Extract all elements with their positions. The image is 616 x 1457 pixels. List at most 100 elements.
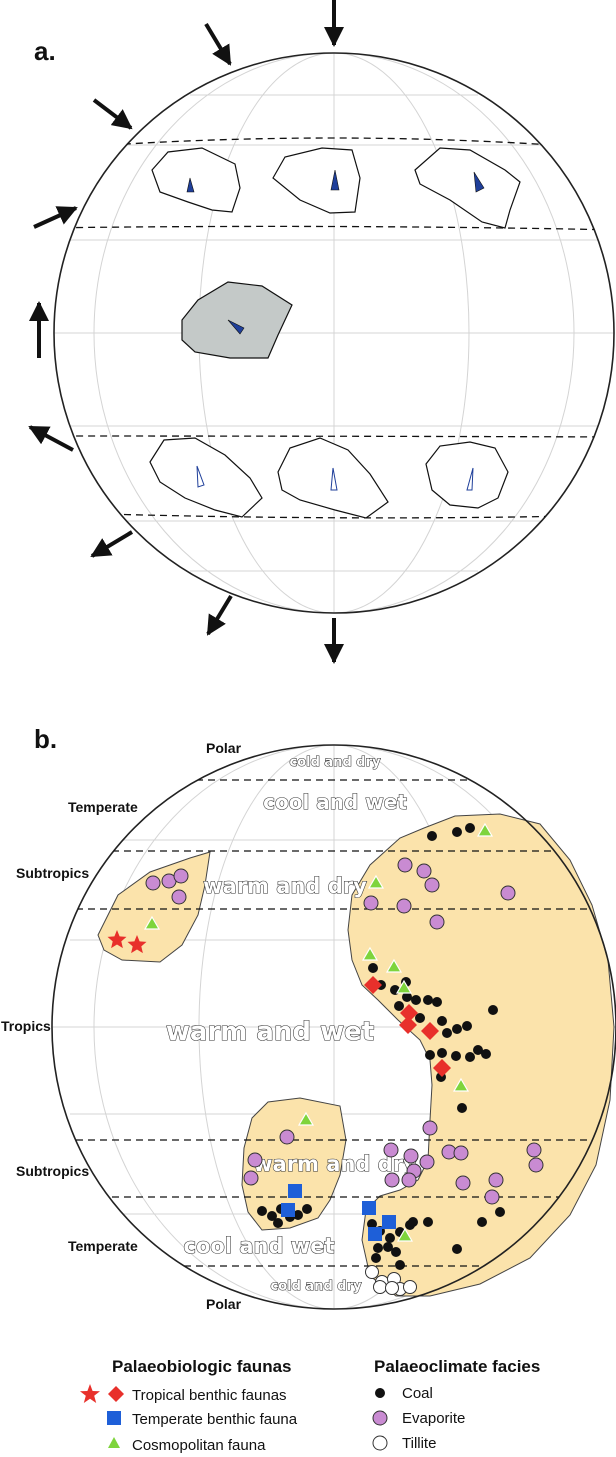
temperate-square-marker: [281, 1203, 295, 1217]
band-tropics: Tropics: [1, 1018, 51, 1034]
legend-faunas-heading: Palaeobiologic faunas: [112, 1357, 292, 1376]
evaporite-marker: [363, 895, 379, 911]
latitude-band-labels: Polar Temperate Subtropics Tropics Subtr…: [1, 740, 242, 1312]
legend-square-icon: [107, 1411, 121, 1425]
coal-marker: [423, 1217, 433, 1227]
evaporite-marker: [403, 1148, 419, 1164]
evaporite-marker: [247, 1152, 263, 1168]
tropical-diamond-marker: [399, 1016, 417, 1034]
wedge-open-1: [196, 465, 205, 488]
legend-facies-heading: Palaeoclimate facies: [374, 1357, 540, 1376]
legend-star-icon: [80, 1384, 100, 1403]
evaporite-marker: [453, 1145, 469, 1161]
arrow-left-2: [28, 425, 74, 452]
coal-marker: [465, 1052, 475, 1062]
coal-marker: [432, 997, 442, 1007]
coal-marker: [437, 1048, 447, 1058]
band-temperate-bottom: Temperate: [68, 1238, 138, 1254]
evaporite-marker: [429, 914, 445, 930]
arrow-lower-left-2: [206, 594, 233, 636]
arrow-upper-left-1: [204, 22, 232, 66]
coal-marker: [383, 1242, 393, 1252]
evaporite-marker: [424, 877, 440, 893]
coal-marker: [391, 1247, 401, 1257]
wedge-filled-4: [227, 319, 245, 335]
wedge-open-3: [466, 467, 474, 491]
band-temperate-top: Temperate: [68, 799, 138, 815]
globe-a-arrows: [28, 0, 344, 664]
coal-marker: [437, 1016, 447, 1026]
zone-warm-dry-top: warm and dry: [203, 874, 367, 898]
coal-marker: [495, 1207, 505, 1217]
coal-marker: [425, 1050, 435, 1060]
cosmopolitan-triangle-marker: [361, 946, 379, 961]
coal-marker: [368, 963, 378, 973]
evaporite-marker: [416, 863, 432, 879]
cosmopolitan-triangle-marker: [396, 1227, 414, 1242]
globe-a: [53, 52, 615, 614]
coal-marker: [415, 1013, 425, 1023]
evaporite-marker: [279, 1129, 295, 1145]
evaporite-marker: [528, 1157, 544, 1173]
coal-marker: [423, 995, 433, 1005]
legend-evaporite-icon: [372, 1410, 388, 1426]
coal-marker: [394, 1001, 404, 1011]
coal-marker: [488, 1005, 498, 1015]
legend-facies: Palaeoclimate facies Coal Evaporite Till…: [372, 1357, 540, 1452]
zone-cold-dry-bottom: cold and dry: [271, 1279, 363, 1294]
cosmopolitan-triangle-marker: [367, 874, 385, 889]
continent-a-upper-center: [272, 147, 361, 214]
evaporite-marker: [484, 1189, 500, 1205]
coal-marker: [452, 827, 462, 837]
zone-cool-wet-top: cool and wet: [263, 790, 407, 814]
coal-marker: [462, 1021, 472, 1031]
coal-marker: [442, 1028, 452, 1038]
wedge-open-2: [330, 467, 338, 491]
paleomag-wedges: [186, 169, 485, 491]
coal-marker: [452, 1244, 462, 1254]
coal-marker: [465, 823, 475, 833]
globe-b-outline: [51, 744, 616, 1310]
tropical-diamond-marker: [400, 1004, 418, 1022]
coal-marker: [452, 1024, 462, 1034]
zone-cold-dry-top: cold and dry: [290, 755, 382, 770]
coal-marker: [257, 1206, 267, 1216]
zone-cool-wet-bottom: cool and wet: [184, 1234, 335, 1258]
coal-marker: [457, 1103, 467, 1113]
temperate-square-marker: [382, 1215, 396, 1229]
globe-b: cold and dry cool and wet warm and dry w…: [51, 744, 616, 1310]
coal-marker: [367, 1219, 377, 1229]
tillite-marker: [365, 1265, 379, 1279]
globe-a-dashed-lines: [54, 137, 614, 519]
evaporite-marker: [145, 875, 161, 891]
tropical-diamond-marker: [433, 1059, 451, 1077]
legend-tillite-label: Tillite: [402, 1435, 436, 1452]
tillite-marker: [403, 1280, 417, 1294]
coal-marker: [395, 1260, 405, 1270]
evaporite-marker: [384, 1172, 400, 1188]
temperate-square-marker: [368, 1227, 382, 1241]
coal-marker: [293, 1210, 303, 1220]
band-subtropics-top: Subtropics: [16, 865, 89, 881]
wedge-filled-1: [186, 177, 195, 193]
cosmopolitan-triangle-marker: [143, 915, 161, 930]
evaporite-marker: [396, 898, 412, 914]
continent-a-upper-right: [414, 147, 521, 229]
evaporite-marker: [397, 857, 413, 873]
globe-a-outline: [53, 52, 615, 614]
coal-marker: [427, 831, 437, 841]
temperate-square-marker: [288, 1184, 302, 1198]
temperate-square-marker: [362, 1201, 376, 1215]
wedge-filled-3: [473, 171, 485, 193]
coal-marker: [473, 1045, 483, 1055]
panel-a: a.: [28, 0, 615, 664]
cosmopolitan-triangle-marker: [385, 958, 403, 973]
panel-b: b.: [1, 724, 616, 1312]
globe-b-markers: [107, 822, 544, 1296]
evaporite-marker: [500, 885, 516, 901]
coal-marker: [408, 1217, 418, 1227]
legend-tillite-icon: [372, 1435, 388, 1451]
evaporite-marker: [243, 1170, 259, 1186]
tropical-star-marker: [107, 930, 127, 949]
